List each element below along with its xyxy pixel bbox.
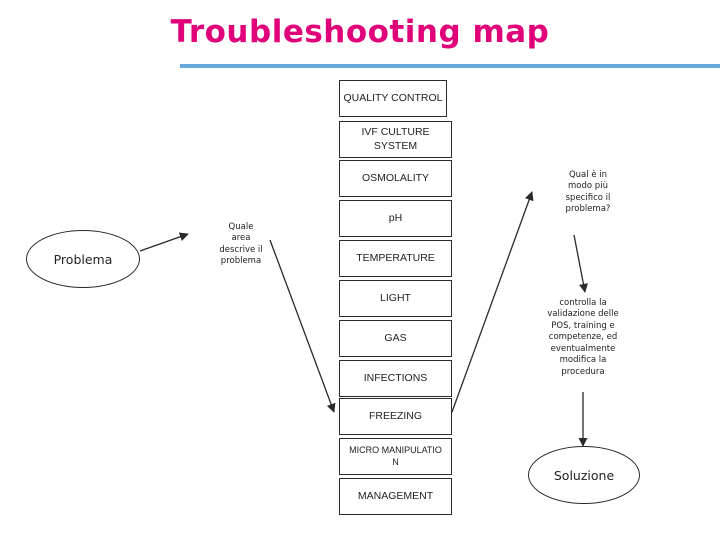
arrow-problem-to-area [139,232,189,252]
page-title: Troubleshooting map [170,14,550,50]
arrow-list-to-question [451,191,534,413]
area-ph: pH [339,200,452,237]
area-osmolality: OSMOLALITY [339,160,452,197]
area-ivf-culture-system: IVF CULTURE SYSTEM [339,121,452,158]
area-temperature: TEMPERATURE [339,240,452,277]
arrow-area-to-list [269,239,336,413]
area-micromanipulation: MICRO MANIPULATION [339,438,452,475]
right-action: controlla la validazione delle POS, trai… [547,298,619,377]
area-quality-control: QUALITY CONTROL [339,80,447,117]
end-ellipse: Soluzione [528,446,640,504]
title-underline [180,64,720,68]
area-management: MANAGEMENT [339,478,452,515]
left-label: Quale area descrive il problema [219,222,263,267]
arrow-question-to-action [573,234,588,293]
start-ellipse: Problema [26,230,140,288]
right-question: Qual è in modo più specifico il problema… [565,170,611,215]
area-freezing: FREEZING [339,398,452,435]
area-light: LIGHT [339,280,452,317]
area-gas: GAS [339,320,452,357]
area-infections: INFECTIONS [339,360,452,397]
area-micromanipulation-label: MICRO MANIPULATION [349,445,442,467]
